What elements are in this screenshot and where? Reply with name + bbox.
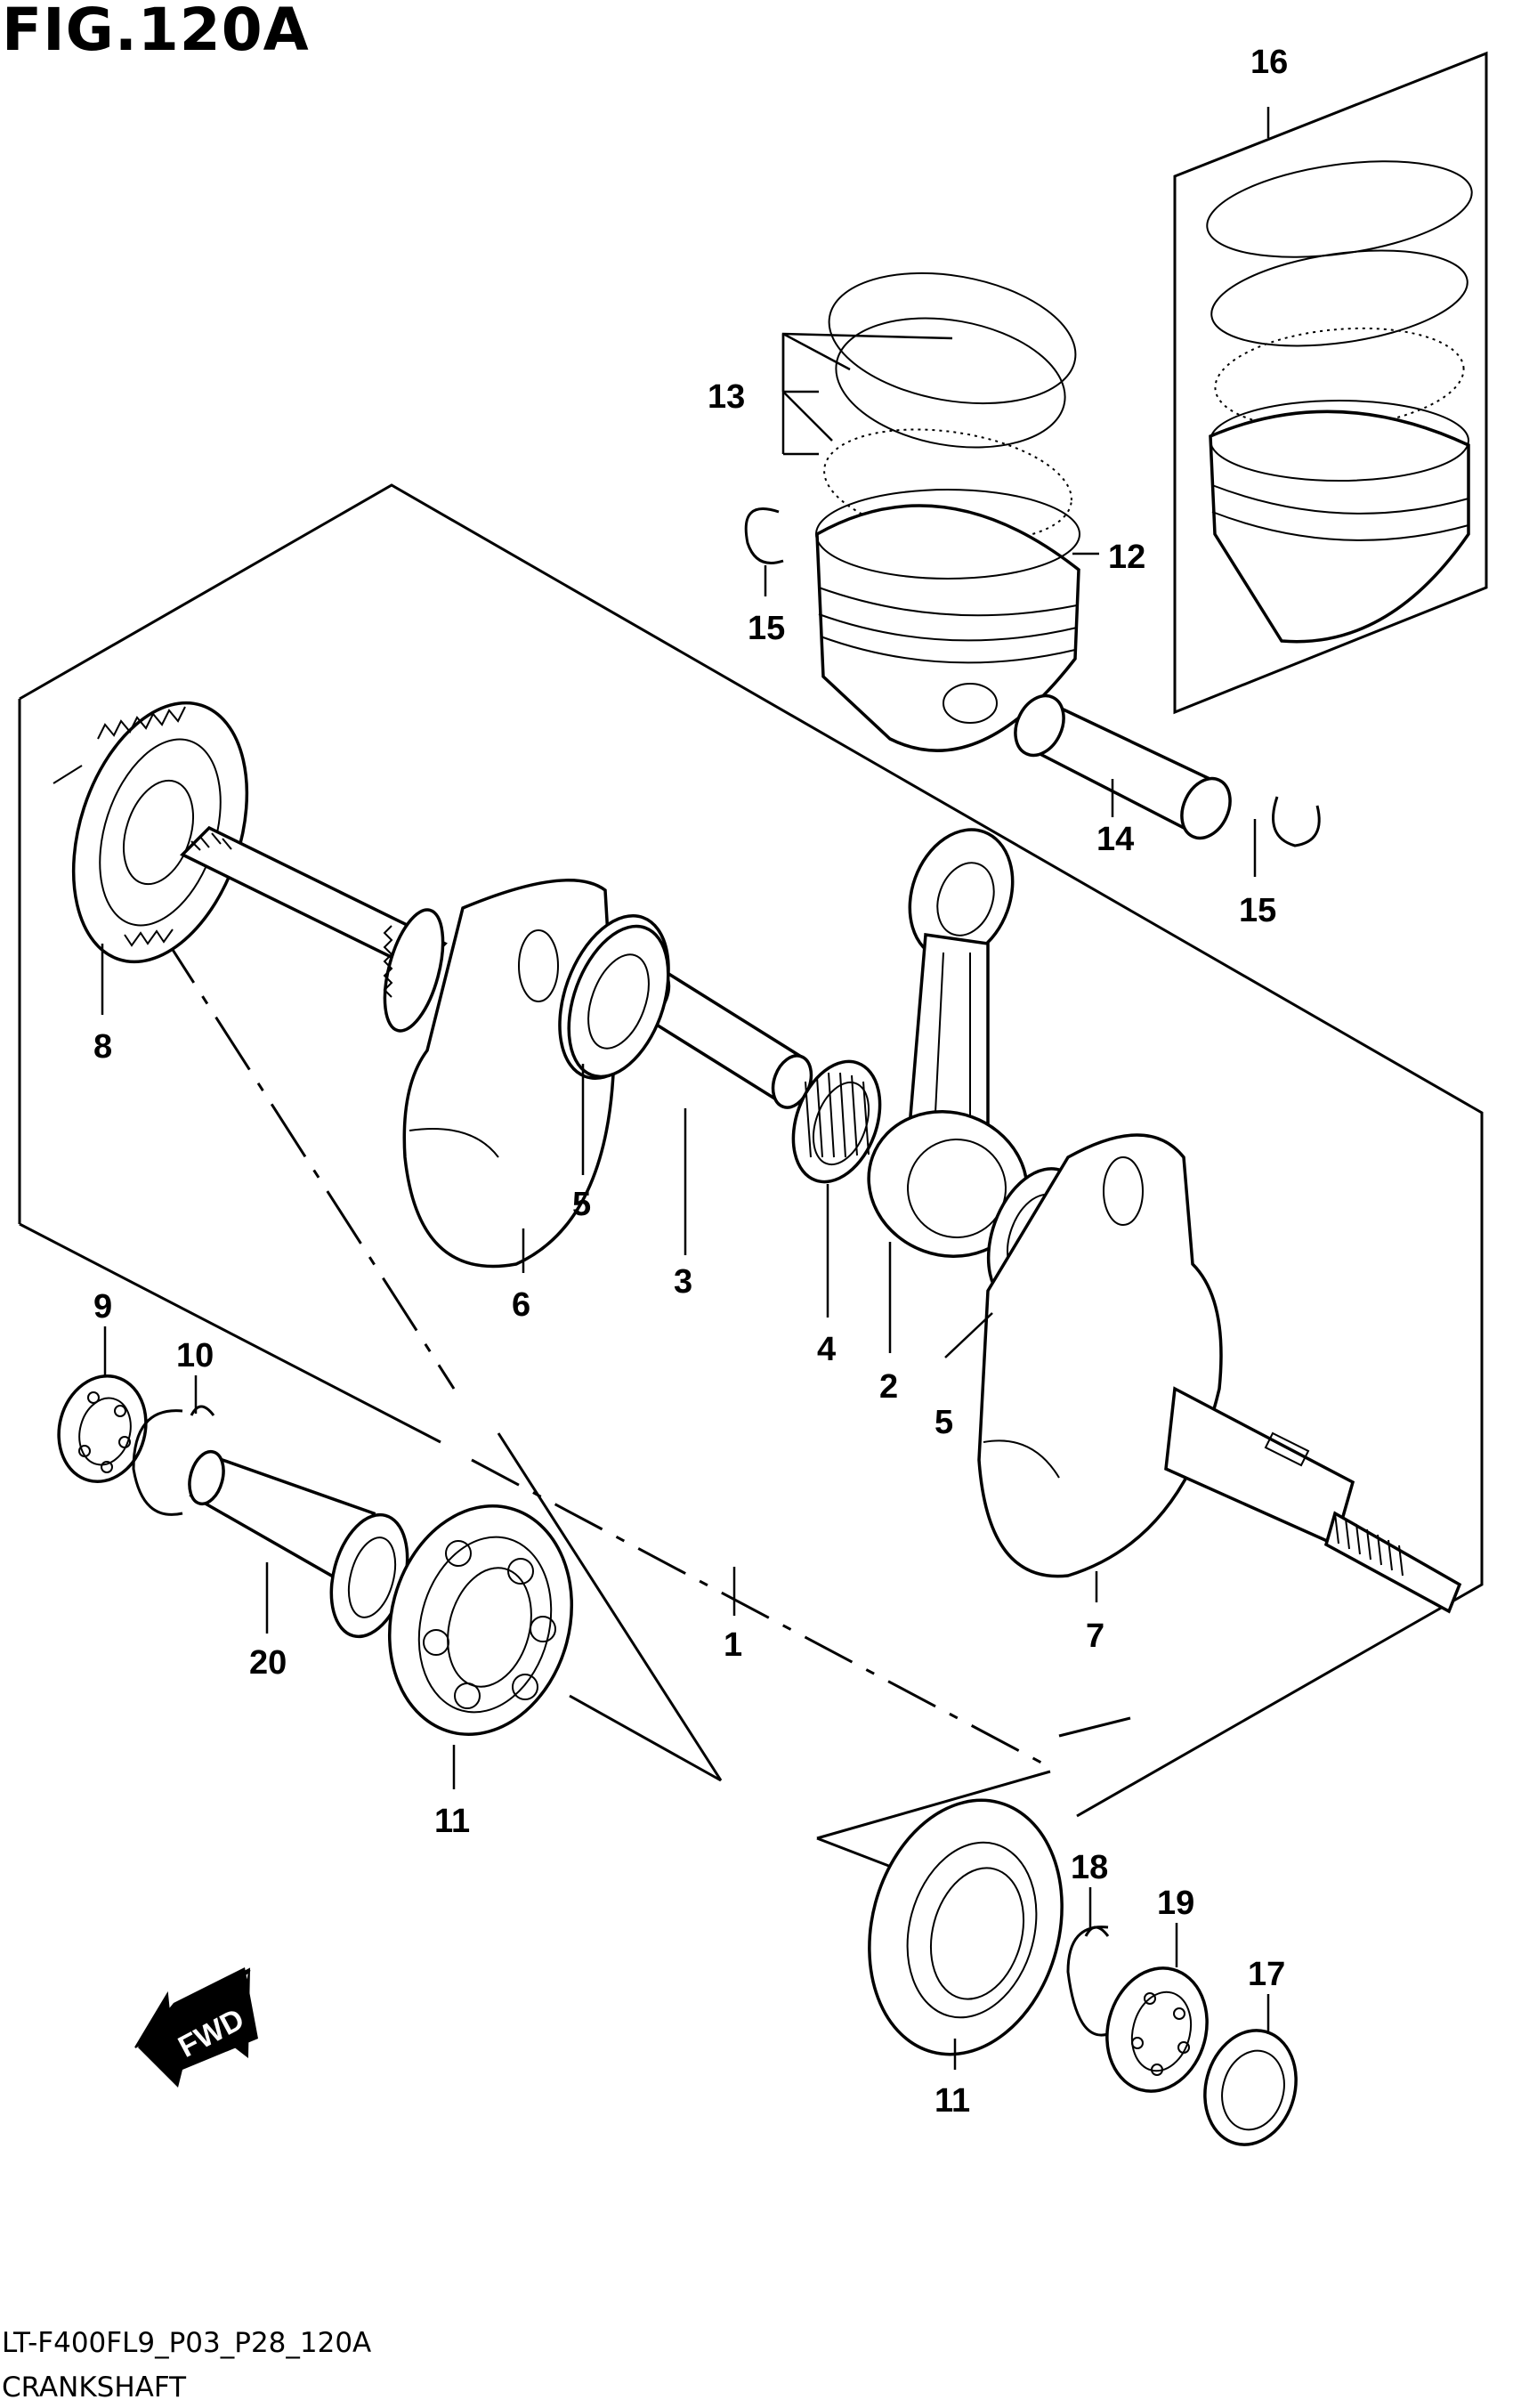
callout-14: 14	[1096, 821, 1134, 858]
callout-17: 18	[1071, 1849, 1108, 1886]
circlip-10	[132, 1405, 215, 1516]
figure-caption: CRANKSHAFT	[2, 2372, 187, 2404]
leader-lines	[101, 107, 1270, 2070]
piston-kit	[1206, 160, 1473, 644]
figure-title: FIG.120A	[2, 0, 310, 64]
piston-pin	[1014, 693, 1232, 840]
callout-7: 7	[1086, 1617, 1104, 1655]
bearing-11-right	[868, 1798, 1064, 2056]
callout-10: 10	[176, 1337, 214, 1374]
piston	[815, 489, 1080, 752]
callout-16: 17	[1248, 1956, 1285, 1993]
piston-pin-circlips	[744, 507, 1321, 847]
figure-code: LT-F400FL9_P03_P28_120A	[2, 2327, 371, 2359]
callout-5b: 5	[934, 1404, 953, 1441]
callout-12: 12	[1108, 539, 1145, 576]
callout-15b: 15	[1239, 892, 1276, 929]
spacer-20	[188, 1449, 409, 1639]
crankshaft-assembly-outline	[18, 483, 1484, 1880]
bearing-11-left	[387, 1504, 574, 1736]
callout-11b: 11	[934, 2082, 970, 2120]
callouts: 16 13 12 15 14 15 8 5 3 6 4 2 5 7 1 9 10…	[93, 44, 1288, 2120]
callout-9: 9	[93, 1288, 112, 1326]
callout-5a: 5	[572, 1186, 591, 1223]
callout-1: 1	[724, 1626, 742, 1664]
connecting-rod	[867, 828, 1029, 1258]
callout-3: 3	[674, 1263, 692, 1301]
callout-20: 20	[249, 1644, 287, 1682]
oil-seal-16	[1203, 2029, 1298, 2146]
callout-19: 19	[1157, 1885, 1194, 1922]
callout-13: 13	[708, 378, 745, 416]
right-crankshaft	[977, 1133, 1462, 1614]
primary-drive-gear	[53, 701, 249, 964]
callout-6: 6	[512, 1286, 530, 1324]
callout-8: 8	[93, 1028, 112, 1066]
circlip-17	[1066, 1926, 1110, 2037]
fwd-direction-marker: FWD	[134, 1967, 258, 2088]
bearing-19	[1105, 1966, 1209, 2093]
callout-11a: 11	[434, 1803, 470, 1840]
callout-2: 2	[879, 1368, 898, 1406]
needle-bearing	[791, 1059, 882, 1184]
arrow-left-down-icon	[134, 1967, 258, 2088]
bearing-9	[57, 1374, 148, 1484]
callout-18: 16	[1250, 44, 1288, 81]
piston-kit-box	[1173, 51, 1488, 715]
callout-15a: 15	[748, 610, 785, 647]
callout-4: 4	[817, 1331, 836, 1368]
